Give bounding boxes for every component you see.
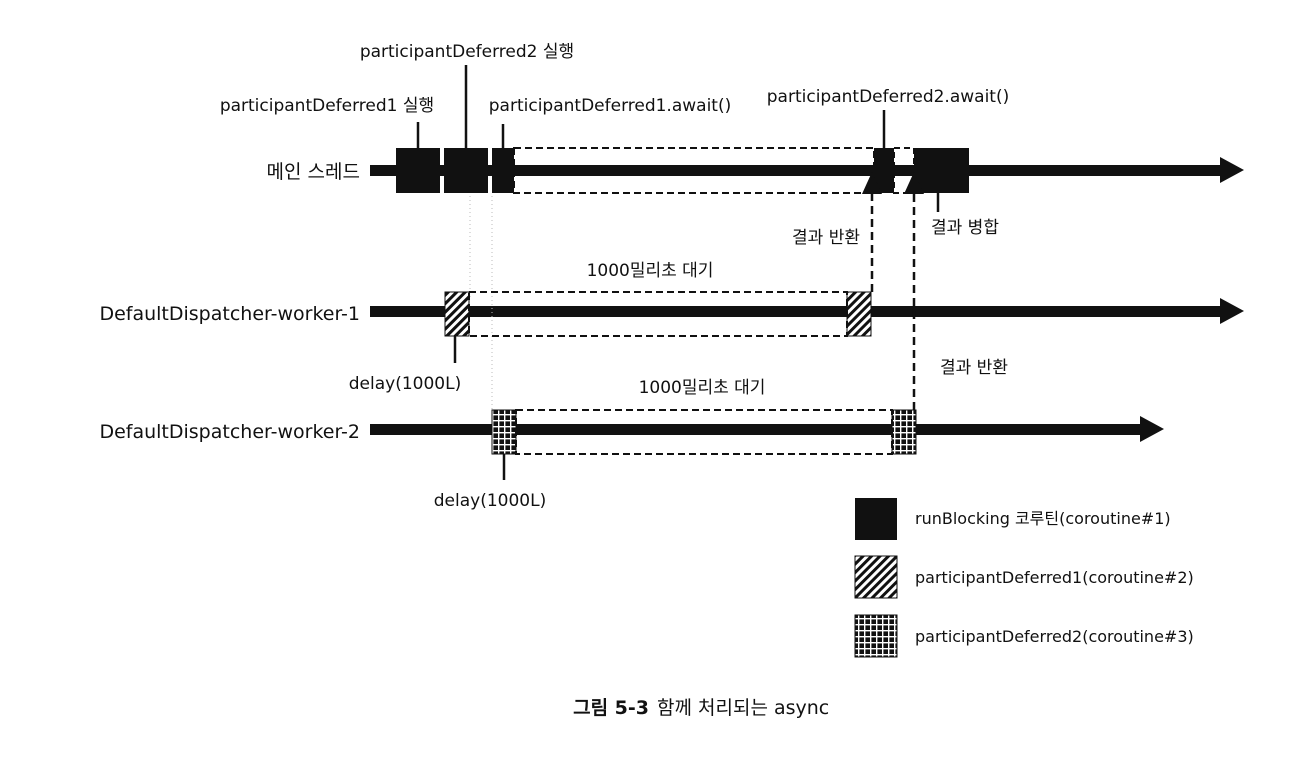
annotation-p1-await: participantDeferred1.await() xyxy=(489,96,731,116)
annotation-delay1: delay(1000L) xyxy=(349,374,461,394)
annotation-p2-await: participantDeferred2.await() xyxy=(767,87,1009,107)
worker2-block-delay xyxy=(491,409,517,455)
worker1-block-resume xyxy=(846,291,872,337)
annotation-merge: 결과 병합 xyxy=(931,218,999,238)
annotation-delay2: delay(1000L) xyxy=(434,491,546,511)
worker2-timeline xyxy=(370,416,1164,442)
legend-label-hatched: participantDeferred1(coroutine#2) xyxy=(915,568,1194,587)
lane-label-worker1: DefaultDispatcher-worker-1 xyxy=(99,303,360,325)
return-arrow-2 xyxy=(904,172,924,410)
figure-caption: 그림 5-3 함께 처리되는 async xyxy=(573,697,829,719)
legend-swatch-solid xyxy=(855,498,897,540)
main-block-p2-launch xyxy=(444,148,488,193)
caption-text: 함께 처리되는 async xyxy=(657,697,829,719)
main-block-p1-launch xyxy=(396,148,440,193)
legend-label-solid: runBlocking 코루틴(coroutine#1) xyxy=(915,509,1171,528)
annotation-wait1: 1000밀리초 대기 xyxy=(587,261,714,281)
legend-swatch-hatched xyxy=(854,555,898,599)
lane-label-main: 메인 스레드 xyxy=(267,161,360,183)
main-block-p1-await xyxy=(492,148,514,193)
worker1-timeline xyxy=(370,298,1244,324)
return-arrow-1 xyxy=(862,172,882,292)
worker1-block-delay xyxy=(444,291,470,337)
legend: runBlocking 코루틴(coroutine#1) participant… xyxy=(854,498,1194,658)
worker2-block-resume xyxy=(891,409,917,455)
worker1-wait-box xyxy=(468,291,848,337)
main-block-merge xyxy=(914,148,969,193)
annotation-return2: 결과 반환 xyxy=(940,358,1008,378)
legend-swatch-grid xyxy=(854,614,898,658)
worker2-wait-box xyxy=(515,409,893,455)
annotation-p2-start: participantDeferred2 실행 xyxy=(360,42,574,62)
main-block-p2-await xyxy=(874,148,894,193)
annotation-wait2: 1000밀리초 대기 xyxy=(639,378,766,398)
lane-label-worker2: DefaultDispatcher-worker-2 xyxy=(99,421,360,443)
main-suspend-box-2 xyxy=(893,147,915,194)
main-thread-timeline xyxy=(370,157,1244,183)
annotation-p1-start: participantDeferred1 실행 xyxy=(220,96,434,116)
caption-number: 그림 5-3 xyxy=(573,697,649,719)
annotation-return1: 결과 반환 xyxy=(792,228,860,248)
legend-label-grid: participantDeferred2(coroutine#3) xyxy=(915,627,1194,646)
main-suspend-box-1 xyxy=(513,147,875,194)
